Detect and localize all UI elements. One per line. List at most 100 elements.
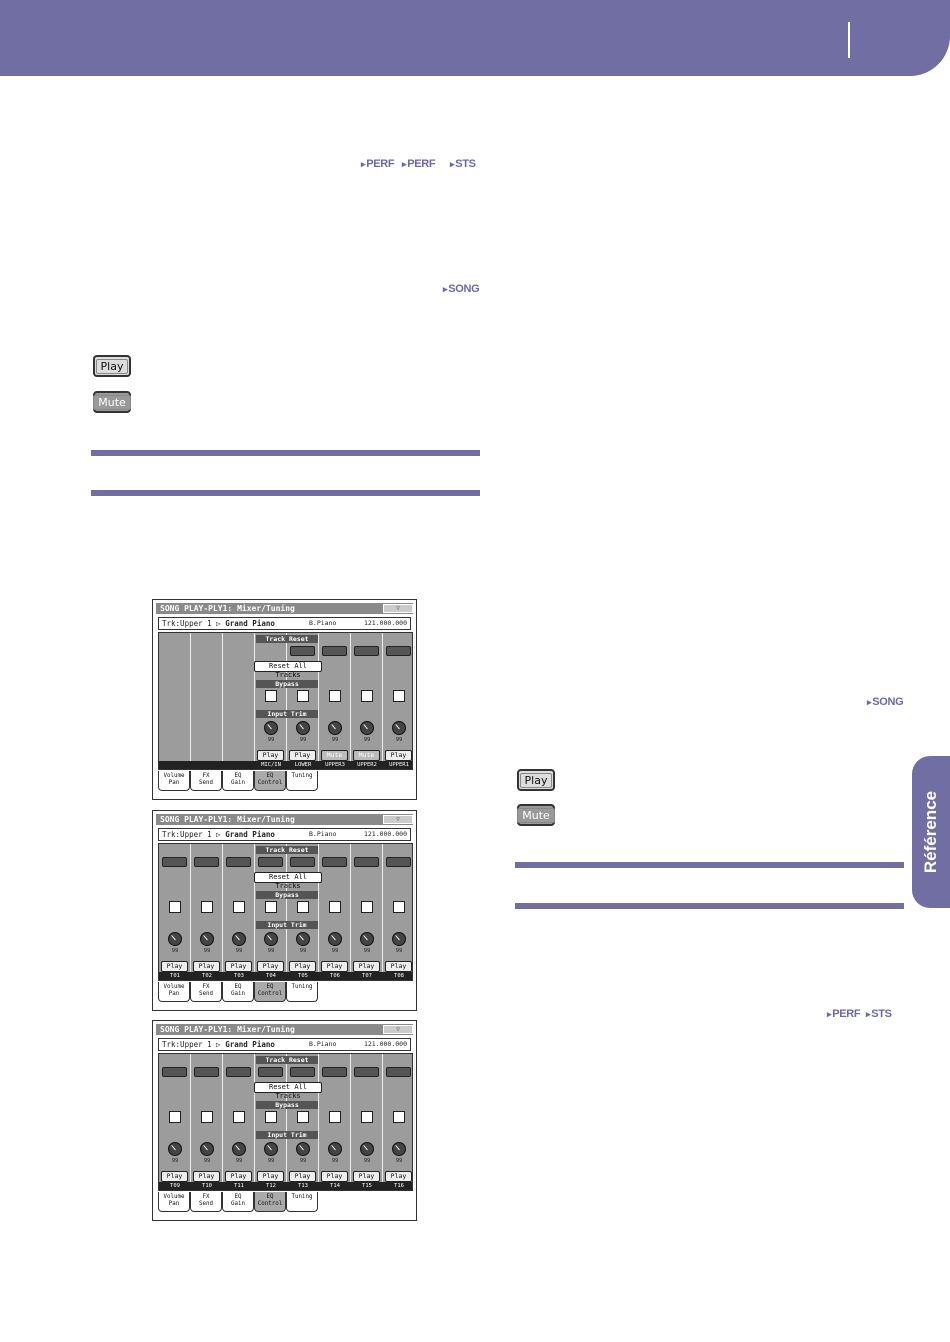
track-reset-button[interactable] — [322, 646, 347, 656]
trim-knob-icon[interactable] — [232, 1142, 246, 1156]
play-mute-button[interactable]: Play — [289, 750, 316, 761]
track-reset-button[interactable] — [258, 1067, 283, 1077]
reference-side-tab[interactable]: Référence — [912, 756, 950, 908]
trim-knob-icon[interactable] — [328, 1142, 342, 1156]
track-reset-button[interactable] — [194, 1067, 219, 1077]
trim-knob-icon[interactable] — [392, 932, 406, 946]
trim-knob-icon[interactable] — [264, 932, 278, 946]
play-mute-button[interactable]: Play — [161, 961, 188, 972]
bypass-checkbox[interactable] — [361, 690, 373, 702]
bypass-checkbox[interactable] — [265, 1111, 277, 1123]
play-mute-button[interactable]: Play — [161, 1171, 188, 1182]
bypass-checkbox[interactable] — [265, 690, 277, 702]
play-mute-button[interactable]: Play — [385, 750, 412, 761]
bypass-checkbox[interactable] — [233, 1111, 245, 1123]
play-mute-button[interactable]: Play — [225, 961, 252, 972]
track-reset-button[interactable] — [290, 857, 315, 867]
menu-dropdown-button[interactable]: ▽ — [383, 815, 413, 824]
track-reset-button[interactable] — [354, 646, 379, 656]
track-reset-button[interactable] — [322, 857, 347, 867]
bypass-checkbox[interactable] — [265, 901, 277, 913]
bypass-checkbox[interactable] — [393, 1111, 405, 1123]
trim-knob-icon[interactable] — [264, 1142, 278, 1156]
track-reset-button[interactable] — [322, 1067, 347, 1077]
trim-knob-icon[interactable] — [232, 932, 246, 946]
play-mute-button[interactable]: Play — [257, 750, 284, 761]
trim-knob-icon[interactable] — [360, 721, 374, 735]
menu-dropdown-button[interactable]: ▽ — [383, 1025, 413, 1034]
bypass-checkbox[interactable] — [297, 1111, 309, 1123]
bypass-checkbox[interactable] — [393, 690, 405, 702]
trim-knob-icon[interactable] — [200, 932, 214, 946]
trim-knob-icon[interactable] — [296, 932, 310, 946]
reset-all-tracks-button[interactable]: Reset All Tracks — [254, 1082, 322, 1100]
play-mute-button[interactable]: Play — [257, 961, 284, 972]
track-reset-button[interactable] — [386, 646, 411, 656]
track-reset-button[interactable] — [162, 857, 187, 867]
reset-all-tracks-button[interactable]: Reset All Tracks — [254, 661, 322, 679]
trim-knob-icon[interactable] — [392, 1142, 406, 1156]
play-mute-button[interactable]: Play — [289, 1171, 316, 1182]
trim-knob-icon[interactable] — [296, 721, 310, 735]
tab-tuning[interactable]: Tuning — [286, 1192, 318, 1212]
trim-knob-icon[interactable] — [168, 1142, 182, 1156]
track-reset-button[interactable] — [386, 1067, 411, 1077]
bypass-checkbox[interactable] — [233, 901, 245, 913]
bypass-checkbox[interactable] — [297, 901, 309, 913]
trim-knob-icon[interactable] — [168, 932, 182, 946]
play-mute-button[interactable]: Play — [321, 961, 348, 972]
bypass-checkbox[interactable] — [169, 1111, 181, 1123]
play-mute-button[interactable]: Play — [385, 961, 412, 972]
bypass-checkbox[interactable] — [329, 901, 341, 913]
track-reset-button[interactable] — [226, 857, 251, 867]
play-mute-button[interactable]: Play — [289, 961, 316, 972]
track-reset-button[interactable] — [290, 1067, 315, 1077]
trim-knob-icon[interactable] — [328, 932, 342, 946]
bypass-checkbox[interactable] — [201, 1111, 213, 1123]
tab-tuning[interactable]: Tuning — [286, 982, 318, 1002]
track-reset-button[interactable] — [194, 857, 219, 867]
play-mute-button[interactable]: Play — [225, 1171, 252, 1182]
bypass-checkbox[interactable] — [329, 1111, 341, 1123]
trim-knob-icon[interactable] — [200, 1142, 214, 1156]
bypass-checkbox[interactable] — [201, 901, 213, 913]
track-reset-button[interactable] — [162, 1067, 187, 1077]
play-mute-button[interactable]: Play — [193, 961, 220, 972]
track-reset-button[interactable] — [354, 1067, 379, 1077]
track-reset-button[interactable] — [258, 857, 283, 867]
play-mute-button[interactable]: Play — [257, 1171, 284, 1182]
bypass-checkbox[interactable] — [329, 690, 341, 702]
trim-knob-icon[interactable] — [360, 1142, 374, 1156]
tab-tuning[interactable]: Tuning — [286, 771, 318, 791]
play-mute-button[interactable]: Mute — [353, 750, 380, 761]
trim-knob-icon[interactable] — [360, 932, 374, 946]
trim-knob-icon[interactable] — [328, 721, 342, 735]
play-mute-button[interactable]: Play — [353, 1171, 380, 1182]
track-reset-button[interactable] — [290, 646, 315, 656]
bypass-checkbox[interactable] — [361, 901, 373, 913]
reset-all-tracks-button[interactable]: Reset All Tracks — [254, 872, 322, 890]
play-mute-button[interactable]: Play — [385, 1171, 412, 1182]
bypass-checkbox[interactable] — [169, 901, 181, 913]
menu-dropdown-button[interactable]: ▽ — [383, 604, 413, 613]
track-reset-button[interactable] — [354, 857, 379, 867]
play-mute-button[interactable]: Play — [353, 961, 380, 972]
bypass-checkbox[interactable] — [297, 690, 309, 702]
play-mute-button[interactable]: Play — [321, 1171, 348, 1182]
bypass-checkbox[interactable] — [361, 1111, 373, 1123]
track-reset-button[interactable] — [386, 857, 411, 867]
